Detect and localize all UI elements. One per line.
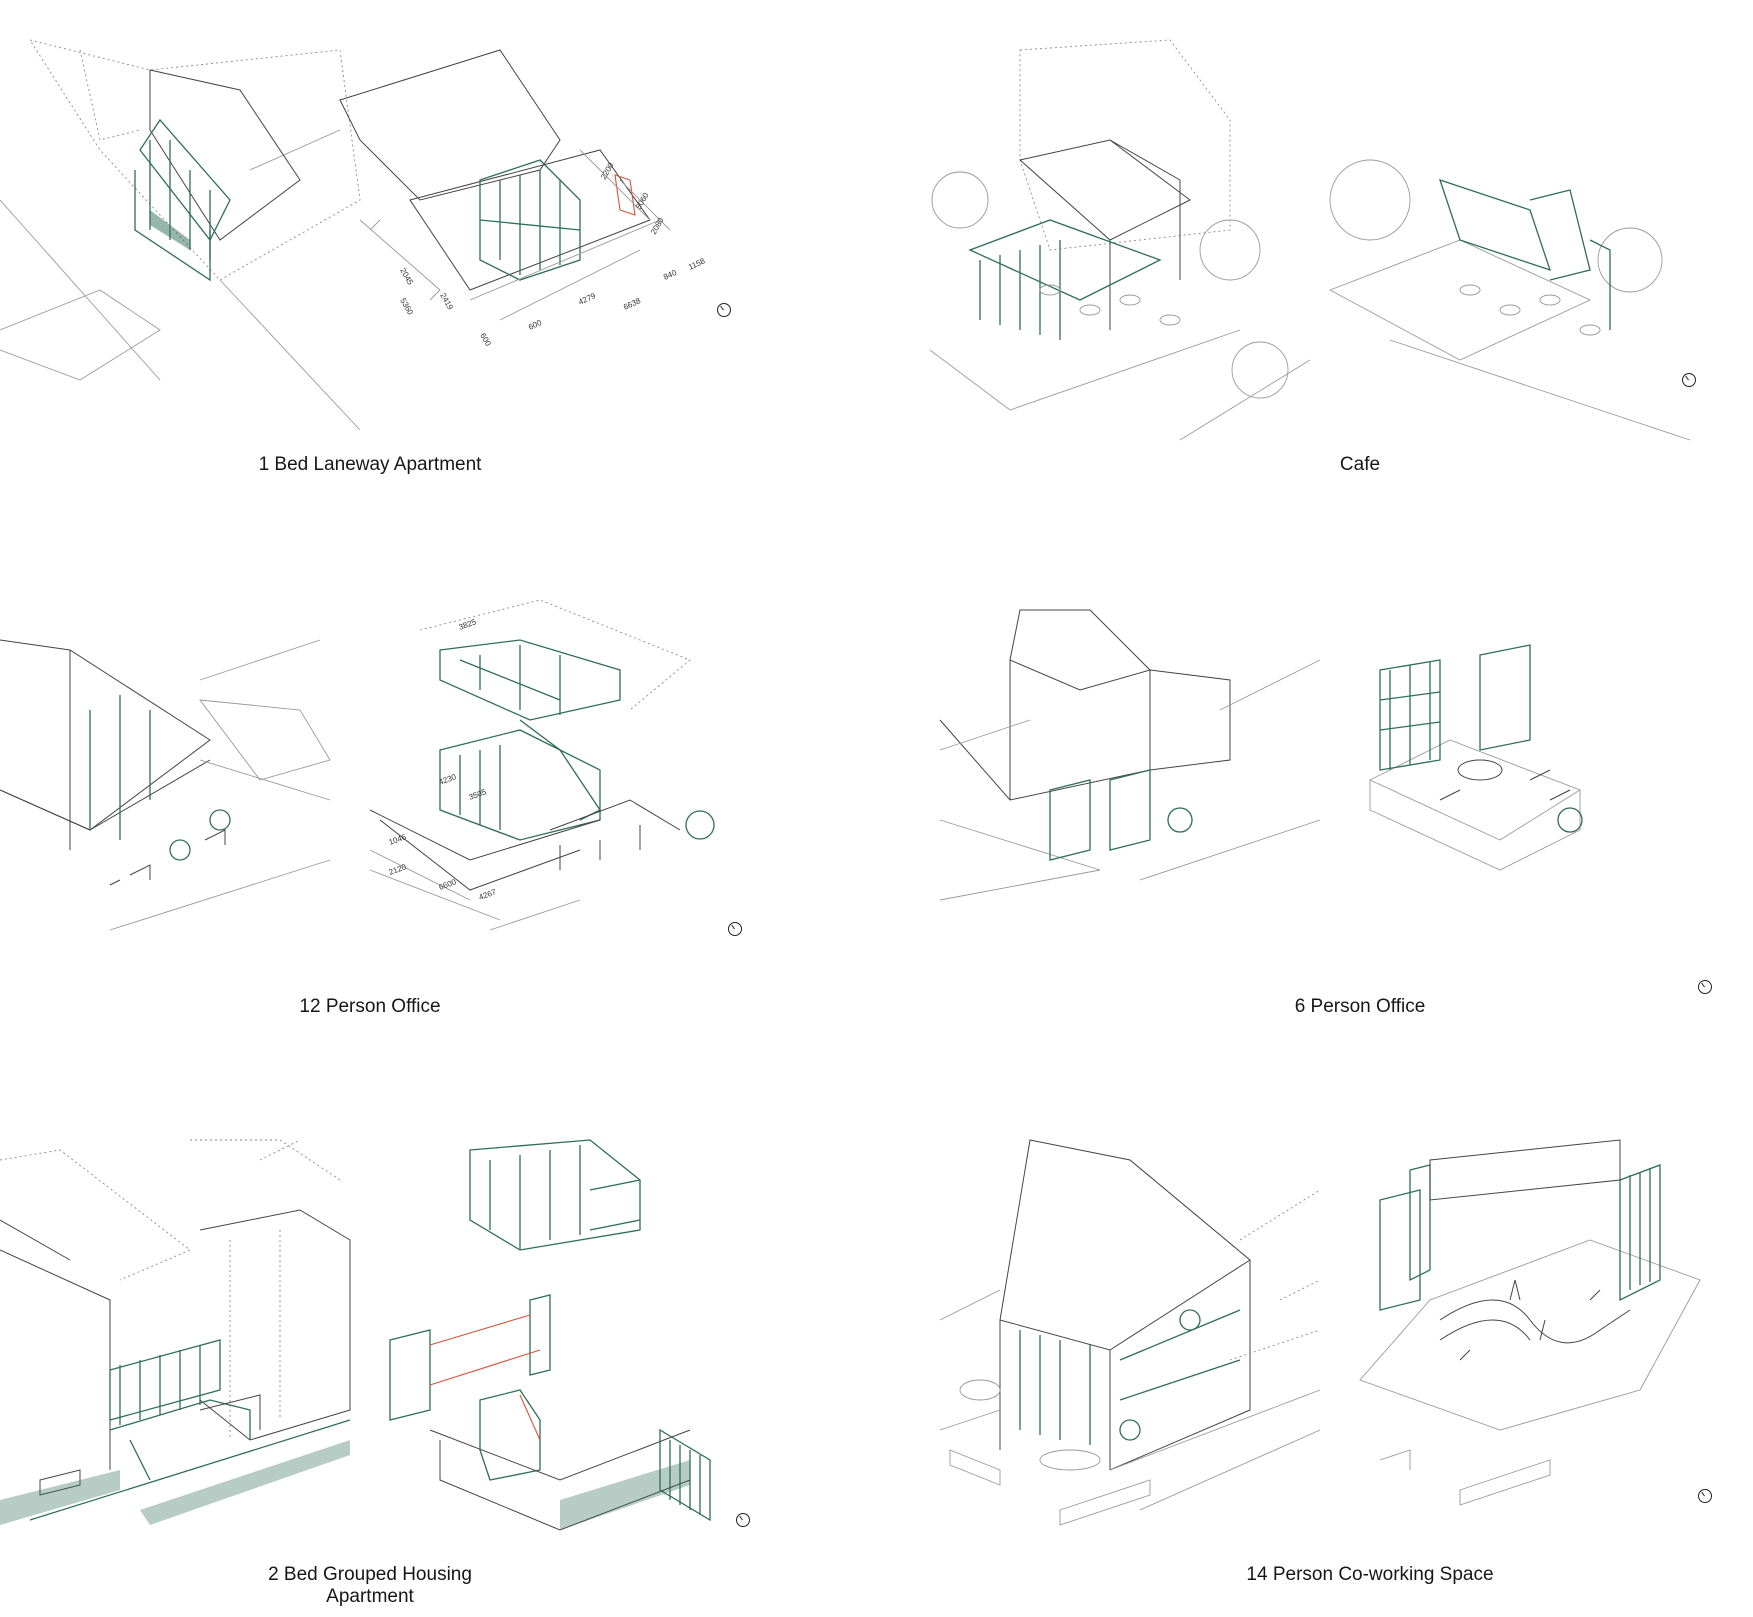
- office6-context-drawing: [939, 609, 1321, 901]
- cowork-context-drawing: [939, 1139, 1321, 1526]
- housing-exploded-drawing: [389, 1139, 711, 1531]
- caption-cafe: Cafe: [1339, 454, 1381, 475]
- dim-2419: 2419: [438, 292, 455, 312]
- laneway-site-drawing: [0, 39, 361, 431]
- dim-2200: 2200: [599, 161, 616, 181]
- panel-cowork: 14 Person Co-working Space: [939, 1130, 1720, 1590]
- dim-3505: 3505: [468, 787, 488, 802]
- north-arrow-icon: [728, 922, 742, 936]
- cafe-cutaway-drawing: [1328, 159, 1691, 441]
- dim-600a: 600: [527, 318, 543, 332]
- dim-840: 840: [662, 268, 678, 282]
- dim-2080: 2080: [649, 216, 666, 236]
- dim-2120: 2120: [388, 862, 408, 877]
- caption-cowork: 14 Person Co-working Space: [1246, 1564, 1494, 1585]
- north-arrow-icon: [717, 303, 731, 317]
- dim-6600: 6600: [438, 877, 458, 892]
- caption-housing: 2 Bed Grouped Housing Apartment: [160, 1564, 580, 1608]
- caption-office6: 6 Person Office: [1294, 996, 1426, 1017]
- laneway-plan-drawing: 2200 5060 2080 2045 5360 2419 600 4279 6…: [339, 49, 707, 349]
- caption-laneway: 1 Bed Laneway Apartment: [258, 454, 482, 475]
- panel-office6: 6 Person Office: [939, 600, 1720, 1020]
- office12-context-drawing: [0, 639, 331, 931]
- dim-1046: 1046: [388, 832, 408, 847]
- panel-laneway: 2200 5060 2080 2045 5360 2419 600 4279 6…: [0, 30, 740, 475]
- panel-cafe: Cafe: [929, 39, 1710, 475]
- cafe-trees: [931, 171, 1289, 399]
- dim-600b: 600: [478, 332, 493, 349]
- cowork-interior-drawing: [1359, 1139, 1701, 1506]
- dim-4230: 4230: [438, 772, 458, 787]
- panel-office12: 3825 1046 4230 3505 2120 6600 4267 12 Pe…: [0, 599, 742, 1020]
- dim-4279: 4279: [577, 291, 597, 307]
- caption-office12: 12 Person Office: [299, 996, 441, 1017]
- dim-1158: 1158: [687, 256, 707, 272]
- caption-housing-line1: 2 Bed Grouped Housing: [268, 1564, 472, 1585]
- north-arrow-icon: [1682, 373, 1696, 387]
- dim-2045: 2045: [398, 267, 415, 287]
- dim-6638: 6638: [622, 296, 642, 312]
- office12-exploded-drawing: 3825 1046 4230 3505 2120 6600 4267: [369, 599, 715, 931]
- north-arrow-icon: [1698, 980, 1712, 994]
- north-arrow-icon: [1698, 1489, 1712, 1503]
- north-arrow-icon: [736, 1513, 750, 1527]
- office6-interior-drawing: [1368, 644, 1583, 871]
- housing-context-drawing: [0, 1139, 351, 1525]
- cafe-context-drawing: [929, 39, 1311, 441]
- panel-housing: 2 Bed Grouped Housing Apartment: [0, 1139, 750, 1610]
- dim-4267: 4267: [478, 887, 498, 902]
- dim-3825: 3825: [458, 617, 478, 632]
- caption-housing-line2: Apartment: [326, 1586, 414, 1607]
- dim-5360: 5360: [398, 297, 415, 317]
